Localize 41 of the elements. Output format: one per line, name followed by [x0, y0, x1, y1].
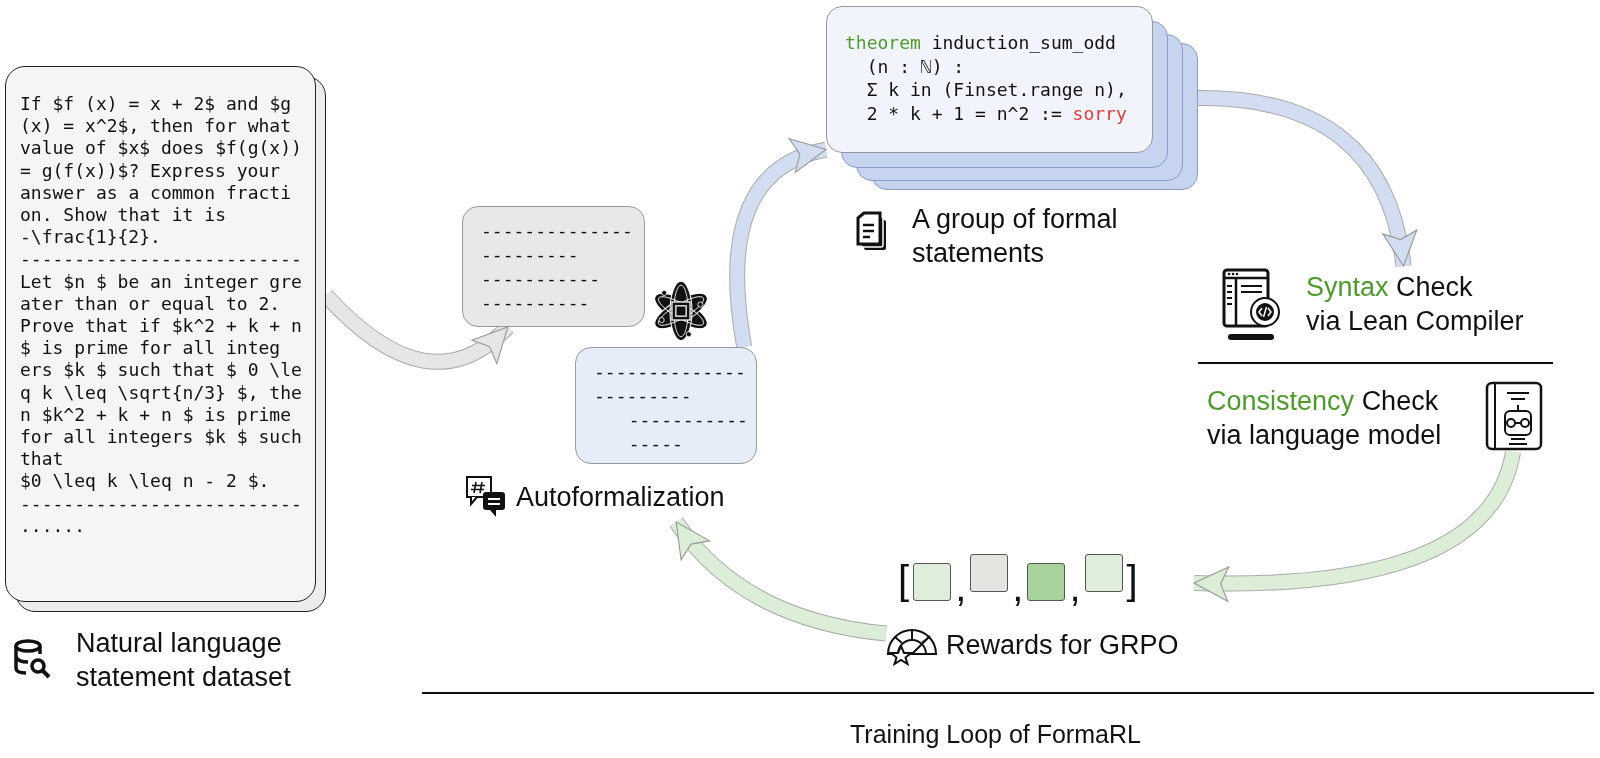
- section-caption: Training Loop of FormaRL: [850, 720, 1141, 749]
- code-text: Σ k in (Finset.range n),: [866, 79, 1127, 100]
- check-text: via language model: [1207, 419, 1442, 452]
- reward-square: [1084, 554, 1123, 592]
- close-bracket: ]: [1126, 558, 1138, 602]
- step-label: Autoformalization: [516, 481, 725, 514]
- comma: ,: [1069, 565, 1081, 609]
- caption-text: Natural language statement dataset: [76, 627, 292, 694]
- statement-text: If $f (x) = x + 2$ and $g (x) = x^2$, then for what value of $x$ does $f(g(x)) = g(f(x))$? Express your answer as a common fracti on. Show that it is -\frac{1}{2}.: [20, 93, 303, 249]
- code-text: (n : ℕ) :: [866, 55, 965, 77]
- placeholder-dashes: -----------: [628, 408, 748, 432]
- check-text: via Lean Compiler: [1306, 305, 1524, 338]
- comma: ,: [955, 565, 967, 609]
- reward-square: [1027, 563, 1066, 601]
- statement-text: --------------------------: [20, 492, 303, 515]
- keyword-text: Syntax: [1306, 272, 1389, 302]
- statement-text: ......: [20, 514, 87, 538]
- placeholder-dashes: --------------: [594, 360, 746, 384]
- keyword-text: Consistency: [1207, 386, 1355, 416]
- caption-text: A group of formal statements: [912, 203, 1119, 270]
- placeholder-dashes: ---------: [481, 243, 579, 267]
- code-text: induction_sum_odd: [931, 32, 1116, 53]
- placeholder-dashes: --------------: [481, 219, 633, 243]
- placeholder-box: [575, 347, 757, 464]
- statement-text: --------------------------: [20, 248, 303, 271]
- code-text: theorem: [845, 32, 921, 53]
- reward-square: [913, 563, 952, 601]
- step-label: Rewards for GRPO: [946, 629, 1179, 662]
- statement-text: $0 \leq k \leq n - 2 $.: [20, 470, 271, 493]
- code-text: 2 * k + 1 = n^2 :=: [866, 102, 1062, 124]
- placeholder-dashes: -----------: [481, 267, 601, 291]
- placeholder-dashes: ----------: [481, 291, 590, 315]
- placeholder-dashes: -----: [628, 432, 683, 456]
- comma: ,: [1012, 565, 1024, 609]
- placeholder-dashes: ---------: [594, 384, 692, 408]
- open-bracket: [: [898, 558, 910, 602]
- code-text: sorry: [1072, 102, 1127, 124]
- check-text: Check: [1361, 386, 1439, 416]
- reward-square: [970, 554, 1009, 592]
- check-text: Check: [1396, 272, 1473, 302]
- placeholder-box: [462, 206, 645, 327]
